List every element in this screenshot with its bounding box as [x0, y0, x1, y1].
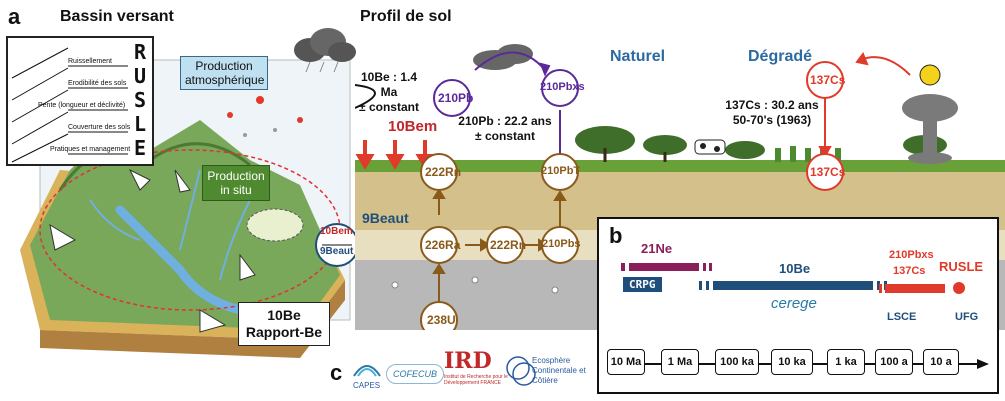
cofecub-logo: COFECUB	[386, 364, 445, 384]
rusle-lines	[11, 47, 128, 163]
rusle-line-ruissellement: Ruissellement	[68, 58, 112, 65]
panel-b-timescale: b 21Ne CRPG 10Be cerege 210Pbxs 137Cs RU…	[597, 217, 999, 394]
ird-logo: IRD	[444, 348, 492, 374]
rusle-line-pente: Pente (longueur et déclivité)	[38, 102, 126, 109]
node-pb210xs: 210Pbxs	[540, 81, 585, 93]
rusle-label: RUSLE	[939, 259, 984, 274]
capes-logo-text: CAPES	[353, 381, 381, 390]
node-pb210s: 210Pbs	[542, 238, 581, 250]
label-be10m: 10Bem	[388, 118, 438, 135]
capes-logo-mark	[353, 365, 381, 377]
panel-a-letter: a	[8, 4, 21, 29]
title-bassin-versant: Bassin versant	[60, 8, 174, 25]
production-atmospherique-label: Production atmosphérique	[180, 56, 268, 90]
rapport-be-box: 10Be Rapport-Be	[238, 302, 330, 346]
panel-c-letter: c	[330, 360, 343, 385]
lsce-logo: LSCE	[887, 311, 917, 323]
pb210xs-label: 210Pbxs	[889, 249, 934, 261]
production-in-situ-label: Production in situ	[202, 165, 270, 201]
scale-1ma: 1 Ma	[661, 349, 699, 375]
rusle-line-pratiques: Pratiques et management	[50, 146, 131, 153]
label-be9aut: 9Beaut	[362, 210, 409, 226]
be10-label: 10Be	[779, 261, 811, 276]
node-ra226: 226Ra	[425, 238, 461, 252]
node-cs137-top: 137Cs	[810, 73, 846, 87]
ne21-bar	[621, 263, 712, 271]
scale-10ma: 10 Ma	[607, 349, 645, 375]
be10-info-line2: ± constant	[359, 100, 419, 114]
watershed-landscape	[20, 59, 351, 358]
be-ratio-top: 10Bem	[320, 226, 353, 237]
cerege-logo: cerege	[771, 295, 817, 312]
pb-cs-bar	[879, 282, 965, 294]
scale-100a: 100 a	[875, 349, 913, 375]
node-u238: 238U	[427, 313, 456, 327]
rusle-line-erodibilite: Erodibilité des sols	[68, 80, 127, 87]
scale-10ka: 10 ka	[771, 349, 813, 375]
panel-b-letter: b	[609, 223, 623, 248]
rusle-letter-l: L	[133, 112, 146, 136]
rusle-letter-r: R	[133, 40, 146, 64]
ecosphere-logo-mark	[506, 356, 536, 386]
crpg-logo: CRPG	[623, 277, 662, 292]
ecosphere-line2: Continentale et	[532, 366, 586, 375]
scale-1ka: 1 ka	[827, 349, 865, 375]
rapport-be-line1: 10Be	[267, 307, 301, 323]
rusle-line-couverture: Couverture des sols	[68, 124, 131, 131]
be10-info-line1: 10Be : 1.4 Ma	[360, 70, 418, 99]
rusle-letter-s: S	[133, 88, 146, 112]
scale-10a: 10 a	[923, 349, 959, 375]
ecosphere-line1: Ecosphère	[532, 356, 571, 365]
ne21-label: 21Ne	[641, 241, 673, 256]
rusle-letter-e: E	[133, 136, 146, 160]
cs137-info-line2: 50-70's (1963)	[732, 113, 812, 127]
pb210-info-line2: ± constant	[475, 129, 535, 143]
rapport-be-line2: Rapport-Be	[245, 324, 323, 340]
node-rn222-top: 222Rn	[425, 165, 462, 179]
be10-info: 10Be : 1.4 Ma ± constant	[354, 70, 424, 115]
be10-bar	[699, 281, 887, 290]
rusle-letter-u: U	[133, 64, 146, 88]
ecosphere-line3: Côtière	[532, 376, 558, 385]
title-profil-de-sol: Profil de sol	[360, 8, 452, 25]
node-rn222-mid: 222Rn	[490, 238, 527, 252]
node-circles	[420, 61, 844, 330]
cs137-info: 137Cs : 30.2 ans 50-70's (1963)	[722, 98, 822, 128]
ird-subtitle: Institut de Recherche pour le Développem…	[444, 374, 508, 386]
node-cs137-bottom: 137Cs	[810, 165, 846, 179]
ufg-logo: UFG	[955, 311, 979, 323]
rusle-legend-box: R U S L E Ruissellement Erodibilité des …	[6, 36, 154, 166]
pb210-info: 210Pb : 22.2 ans ± constant	[450, 114, 560, 144]
label-naturel: Naturel	[610, 48, 666, 65]
pb210-info-line1: 210Pb : 22.2 ans	[458, 114, 552, 128]
cs137-label: 137Cs	[893, 265, 926, 277]
label-degrade: Dégradé	[748, 48, 813, 65]
node-pb210: 210Pb	[438, 91, 474, 105]
be-ratio-bottom: 9Beaut	[320, 246, 354, 257]
cs137-info-line1: 137Cs : 30.2 ans	[725, 98, 819, 112]
scale-100ka: 100 ka	[715, 349, 759, 375]
node-pb210t: 210PbT	[541, 165, 581, 177]
cloud-icon	[294, 28, 356, 72]
